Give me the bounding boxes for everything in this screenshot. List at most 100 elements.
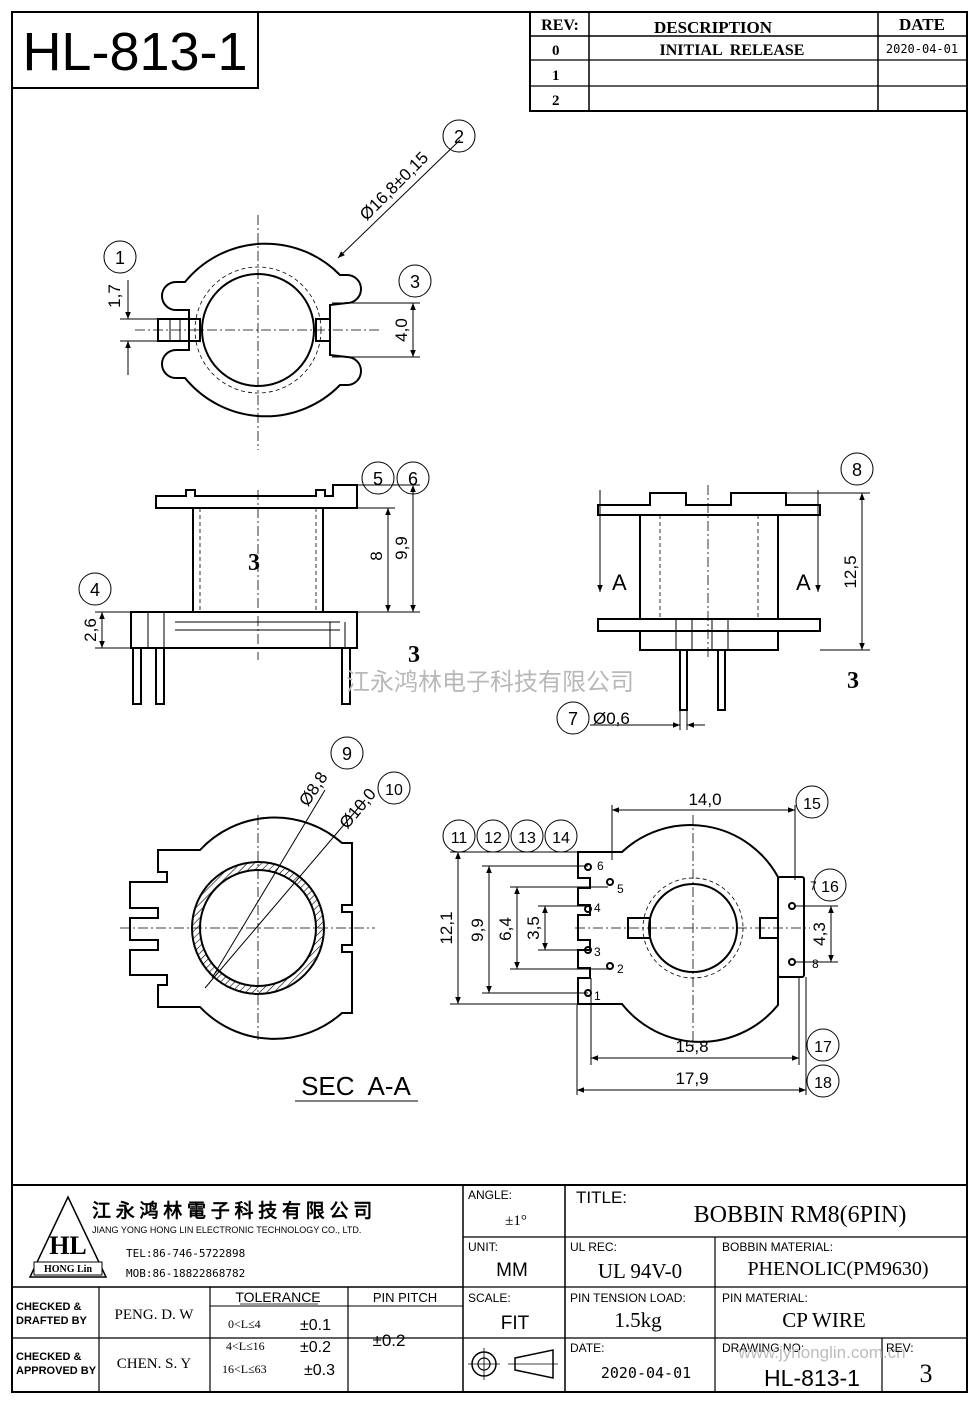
- callouts: 1 2 3 4 5 6 7 8 9 10 11 12 13 14 15 16 1…: [78, 119, 874, 1098]
- svg-text:11: 11: [451, 830, 468, 847]
- svg-text:2: 2: [454, 127, 464, 147]
- pin-material-value: CP WIRE: [782, 1308, 865, 1332]
- drawing-no-value: HL-813-1: [764, 1365, 860, 1391]
- tol-value-1: ±0.1: [300, 1317, 331, 1334]
- tension-value: 1.5kg: [614, 1308, 662, 1332]
- bobbin-material-label: BOBBIN MATERIAL:: [722, 1240, 833, 1254]
- rev-value: 3: [920, 1359, 933, 1388]
- callout-15: 15: [795, 785, 829, 819]
- tol-range-1: 0<L≤4: [228, 1317, 261, 1331]
- pin-number-6: 6: [597, 859, 604, 873]
- svg-text:12: 12: [484, 830, 502, 847]
- tol-range-2: 4<L≤16: [226, 1339, 265, 1353]
- dim-d88: Ø8,8: [295, 768, 331, 809]
- bobbin-material-value: PHENOLIC(PM9630): [747, 1258, 928, 1280]
- svg-text:10: 10: [385, 782, 403, 799]
- svg-text:6: 6: [408, 469, 418, 489]
- pin-pitch-value: ±0.2: [373, 1331, 406, 1350]
- ul-label: UL REC:: [570, 1240, 617, 1254]
- callout-2: 2: [442, 119, 476, 153]
- rev-row-2: 2: [552, 93, 560, 109]
- pin-number-7: 7: [810, 879, 817, 893]
- title-label: TITLE:: [576, 1188, 627, 1207]
- svg-text:16: 16: [821, 879, 839, 896]
- svg-text:9: 9: [342, 744, 352, 764]
- description-header: DESCRIPTION: [654, 18, 773, 37]
- tol-value-3: ±0.3: [304, 1362, 335, 1379]
- date-label: DATE:: [570, 1341, 604, 1355]
- title-block: HL HONG Lin 江 永 鸿 林 電 子 科 技 有 限 公 司 JIAN…: [11, 1184, 968, 1393]
- callout-8: 8: [840, 452, 874, 486]
- part-number: HL-813-1: [22, 22, 247, 82]
- tol-range-3: 16<L≤63: [222, 1362, 267, 1376]
- callout-12: 12: [476, 819, 510, 853]
- section-view: Ø8,8 Ø10,0 SEC A-A: [120, 768, 418, 1102]
- pin-material-label: PIN MATERIAL:: [722, 1291, 808, 1305]
- company-name-cn: 江 永 鸿 林 電 子 科 技 有 限 公 司: [92, 1199, 372, 1222]
- logo-text: HL: [49, 1231, 87, 1260]
- angle-label: ANGLE:: [468, 1188, 512, 1202]
- company-logo: HL HONG Lin: [28, 1195, 108, 1278]
- unit-label: UNIT:: [468, 1240, 498, 1254]
- dim-h43: 4,3: [810, 922, 829, 946]
- dim-slot-4: 4,0: [392, 318, 411, 342]
- company-name-en: JIANG YONG HONG LIN ELECTRONIC TECHNOLOG…: [92, 1225, 361, 1235]
- pin-number-4: 4: [594, 901, 601, 915]
- section-label: SEC A-A: [301, 1071, 411, 1101]
- rev-row-0-desc: INITIAL RELEASE: [660, 42, 805, 59]
- unit-value: MM: [496, 1260, 528, 1281]
- svg-text:7: 7: [568, 709, 578, 729]
- dim-w140: 14,0: [688, 790, 721, 809]
- rev-label: REV:: [886, 1341, 914, 1355]
- dim-h26: 2,6: [81, 618, 100, 642]
- title-value: BOBBIN RM8(6PIN): [694, 1202, 907, 1228]
- callout-9: 9: [330, 736, 364, 770]
- dim-d100: Ø10,0: [336, 785, 380, 833]
- angle-value: ±1°: [505, 1213, 527, 1229]
- dim-w158: 15,8: [675, 1037, 708, 1056]
- callout-11: 11: [442, 819, 476, 853]
- watermark-url: www.jyhonglin.com.cn: [737, 1343, 905, 1362]
- callout-10: 10: [377, 771, 411, 805]
- dim-pin-dia: Ø0,6: [593, 709, 630, 728]
- watermark-cn: 江永鸿林电子科技有限公司: [346, 669, 634, 696]
- rev-row-1: 1: [552, 68, 560, 84]
- part-number-box: HL-813-1: [11, 11, 259, 89]
- checked-approved-label-1: CHECKED &: [16, 1351, 81, 1363]
- company-mob: MOB:86-18822868782: [126, 1267, 245, 1280]
- svg-text:5: 5: [373, 469, 383, 489]
- pin-pitch-label: PIN PITCH: [373, 1290, 437, 1305]
- callout-16: 16: [813, 868, 847, 902]
- checked-drafted-label-2: DRAFTED BY: [16, 1315, 88, 1327]
- dim-h125: 12,5: [841, 555, 860, 588]
- callout-13: 13: [510, 819, 544, 853]
- svg-text:8: 8: [852, 460, 862, 480]
- dim-w179: 17,9: [675, 1069, 708, 1088]
- projection-symbol: [468, 1348, 558, 1380]
- pin-number-5: 5: [617, 882, 624, 896]
- checked-approved-label-2: APPROVED BY: [16, 1365, 97, 1377]
- rev-row-0-date: 2020-04-01: [886, 42, 958, 56]
- dim-h35: 3,5: [524, 916, 543, 940]
- svg-text:18: 18: [814, 1075, 832, 1092]
- section-mark-right: A: [796, 570, 811, 595]
- callout-4: 4: [78, 572, 112, 606]
- svg-text:3: 3: [410, 272, 420, 292]
- dim-outer-dia: Ø16,8±0,15: [356, 148, 432, 224]
- tol-value-2: ±0.2: [300, 1339, 331, 1356]
- dim-h99b: 9,9: [468, 918, 487, 942]
- svg-text:17: 17: [814, 1039, 832, 1056]
- dim-h64: 6,4: [496, 917, 515, 941]
- tolerance-label: TOLERANCE: [235, 1289, 320, 1305]
- section-mark-left: A: [612, 570, 627, 595]
- dim-slot-width: 1,7: [105, 284, 124, 308]
- rev-row-0: 0: [552, 43, 560, 59]
- dim-h121: 12,1: [437, 911, 456, 944]
- tension-label: PIN TENSION LOAD:: [570, 1291, 686, 1305]
- side-view-num3: 3: [847, 668, 859, 694]
- callout-7: 7: [556, 701, 590, 735]
- logo-sub: HONG Lin: [44, 1264, 93, 1275]
- drawing-no-label: DRAWING NO:: [722, 1341, 804, 1355]
- front-view-num3-a: 3: [248, 550, 260, 576]
